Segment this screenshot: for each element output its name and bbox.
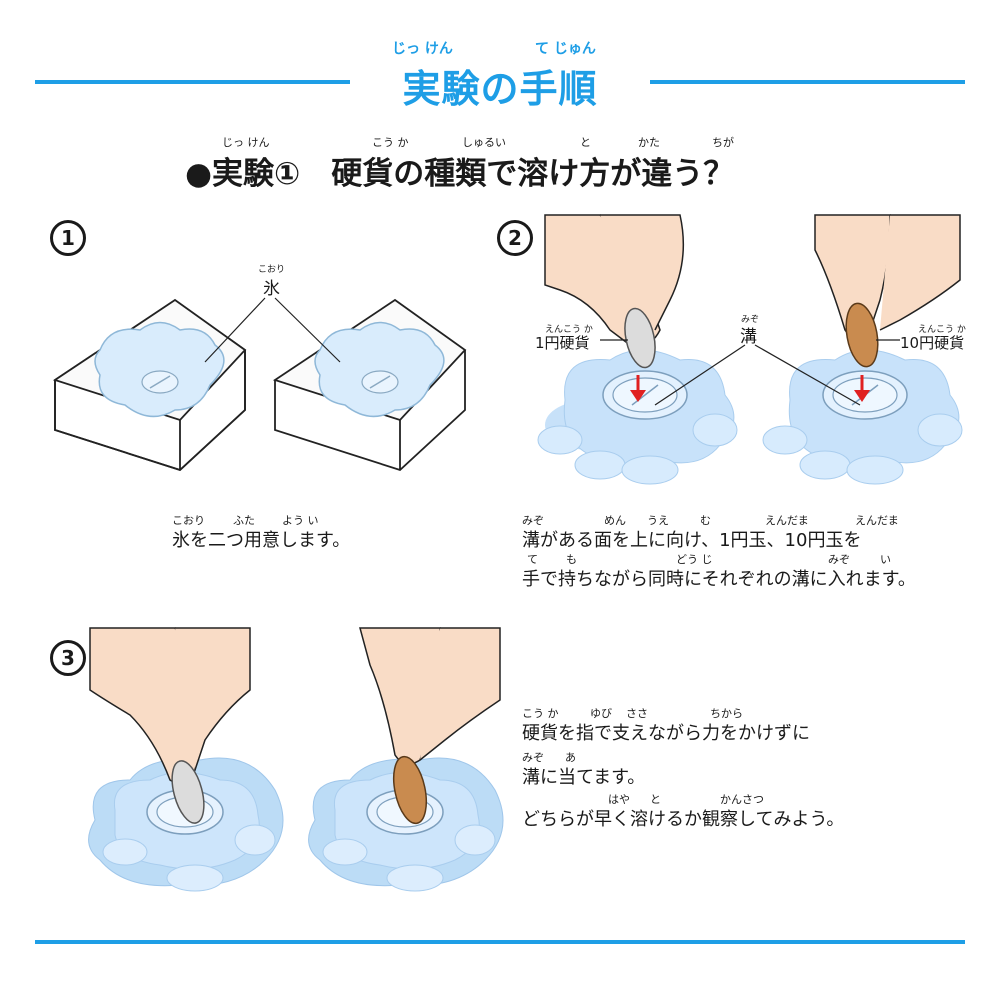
step-3-l1-ruby-3: ちから: [710, 707, 743, 720]
groove-leader-right: [754, 344, 861, 406]
step-3-text-line-3: どちらが早く溶けるか観察してみよう。: [522, 809, 845, 830]
header-rule-right: [650, 80, 965, 84]
hand-right-step2: [814, 214, 961, 368]
ice-melting-right: [308, 757, 504, 892]
coin10-label: 10円硬貨: [900, 334, 965, 352]
ice-mound-right: [762, 349, 963, 485]
hand-left-step2: [544, 214, 685, 369]
step-1-ruby-0: こおり: [172, 514, 205, 527]
subtitle-ruby-2: しゅるい: [462, 136, 506, 149]
copper-coin: [392, 755, 428, 825]
arrow-down-icon: [630, 375, 646, 402]
subtitle-ruby-0: じっ けん: [222, 136, 270, 149]
subtitle-ruby-3: と: [580, 136, 591, 149]
step-3-l1-ruby-0: こう か: [522, 707, 559, 720]
coin1-label: 1円硬貨: [535, 334, 590, 352]
step-2-l1-ruby-0: みぞ: [522, 514, 544, 527]
subtitle-ruby-5: ちが: [712, 136, 734, 149]
step-2-text-line-1: 溝がある面を上に向け、1円玉、10円玉を: [522, 530, 862, 551]
ice-mound-left: [537, 349, 738, 485]
step-3-l2-ruby-0: みぞ: [522, 751, 544, 764]
ice-melting-left: [88, 757, 284, 892]
step-3-number: 3: [50, 640, 86, 676]
ice-tray-left: [52, 290, 247, 472]
step-3-l1-ruby-2: ささ: [626, 707, 648, 720]
hand-left-step3: [89, 627, 251, 824]
step-3-text-line-2: 溝に当てます。: [522, 767, 646, 788]
step-2-number: 2: [497, 220, 533, 256]
step-3-l3-ruby-1: と: [650, 793, 661, 806]
groove-label: 溝: [740, 327, 757, 347]
step-2-l2-ruby-2: どう じ: [676, 553, 713, 566]
step-2-l1-ruby-2: うえ: [647, 514, 669, 527]
ice-label-ruby: こおり: [258, 265, 286, 275]
step-2-l2-ruby-1: も: [566, 553, 577, 566]
hand-right-step3: [359, 627, 501, 825]
coin10-label-ruby: えんこう か: [918, 325, 966, 335]
groove-leader-left: [654, 344, 746, 406]
step-3-l3-ruby-0: はや: [608, 793, 630, 806]
aluminum-coin: [624, 307, 656, 369]
ice-tray-right: [272, 298, 467, 472]
title-ruby-right: て じゅん: [535, 41, 596, 57]
step-2-l1-ruby-4: えんだま: [765, 514, 809, 527]
subtitle-ruby-1: こう か: [372, 136, 409, 149]
experiment-subtitle: ●実験① 硬貨の種類で溶け方が違う？: [185, 156, 735, 192]
step-2-l2-ruby-4: い: [880, 553, 891, 566]
ice-leader-line-right: [274, 297, 341, 363]
groove-label-ruby: みぞ: [741, 315, 760, 325]
step-1-text: 氷を二つ用意します。: [172, 530, 351, 551]
step-1-ruby-2: よう い: [282, 514, 319, 527]
step-1-ruby-1: ふた: [233, 514, 255, 527]
title-ruby-left: じっ けん: [392, 41, 453, 57]
header-rule-left: [35, 80, 350, 84]
subtitle-ruby-4: かた: [638, 136, 660, 149]
step-2-l1-ruby-3: む: [700, 514, 711, 527]
coin1-label-ruby: えんこう か: [545, 325, 593, 335]
ice-leader-line-left: [204, 297, 266, 363]
step-3-text-line-1: 硬貨を指で支えながら力をかけずに: [522, 723, 810, 744]
step-3-l2-ruby-1: あ: [565, 751, 576, 764]
step-3-l3-ruby-2: かんさつ: [720, 793, 764, 806]
arrow-down-icon: [854, 375, 870, 402]
ice-label: 氷: [263, 279, 280, 299]
copper-coin: [845, 302, 879, 368]
step-2-l2-ruby-3: みぞ: [828, 553, 850, 566]
step-1-number: 1: [50, 220, 86, 256]
step-2-l1-ruby-1: めん: [604, 514, 626, 527]
step-3-l1-ruby-1: ゆび: [590, 707, 612, 720]
page-title: 実験の手順: [402, 67, 598, 111]
step-2-l1-ruby-5: えんだま: [855, 514, 899, 527]
step-2-l2-ruby-0: て: [527, 553, 538, 566]
step-2-text-line-2: 手で持ちながら同時にそれぞれの溝に入れます。: [522, 569, 916, 590]
aluminum-coin: [171, 760, 205, 824]
footer-rule: [35, 940, 965, 944]
